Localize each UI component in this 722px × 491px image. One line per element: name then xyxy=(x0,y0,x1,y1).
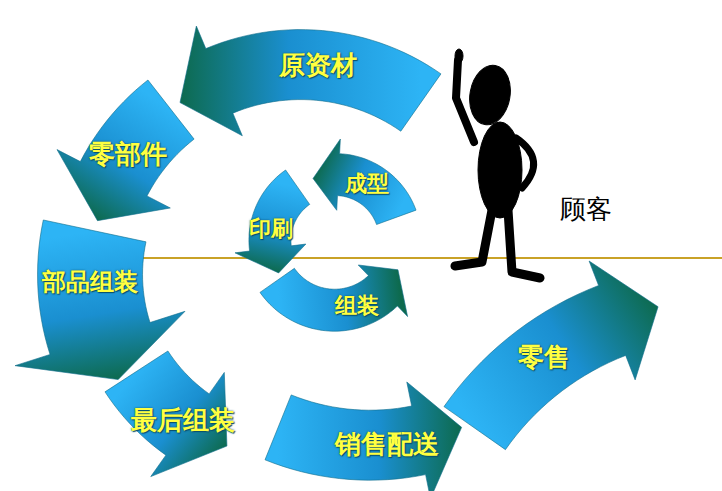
arrow-shape xyxy=(180,26,441,136)
stage-label: 销售配送 xyxy=(335,430,439,459)
arrow-body xyxy=(57,80,194,221)
customer-label: 顾客 xyxy=(560,192,612,227)
arrow-shape xyxy=(260,265,408,331)
process-arrow: 零部件 xyxy=(57,80,194,221)
arrow-body xyxy=(235,170,310,273)
stage-label: 印刷 xyxy=(249,217,293,241)
arrow-body xyxy=(180,26,441,136)
customer-figure xyxy=(455,49,540,278)
process-arrow: 原资材 xyxy=(180,26,441,136)
horizon-line xyxy=(95,257,722,259)
process-arrow: 销售配送 xyxy=(265,382,462,491)
stage-label: 原资材 xyxy=(279,51,357,80)
process-arrow: 零售 xyxy=(444,261,658,450)
process-arrow: 成型 xyxy=(313,139,416,225)
arrow-body xyxy=(313,139,416,225)
process-arrow: 组装 xyxy=(260,265,408,331)
arrow-body xyxy=(444,261,658,450)
stage-label: 成型 xyxy=(345,172,389,196)
arrow-body xyxy=(265,382,462,491)
arrow-body xyxy=(260,265,408,331)
stage-label: 零部件 xyxy=(89,140,167,169)
process-arrow: 印刷 xyxy=(235,170,310,273)
stage-label: 零售 xyxy=(518,343,570,372)
stage-label: 部品组装 xyxy=(42,269,138,295)
stage-label: 组装 xyxy=(335,294,379,318)
stage-label: 最后组装 xyxy=(131,406,235,435)
process-arrow: 最后组装 xyxy=(105,351,227,477)
